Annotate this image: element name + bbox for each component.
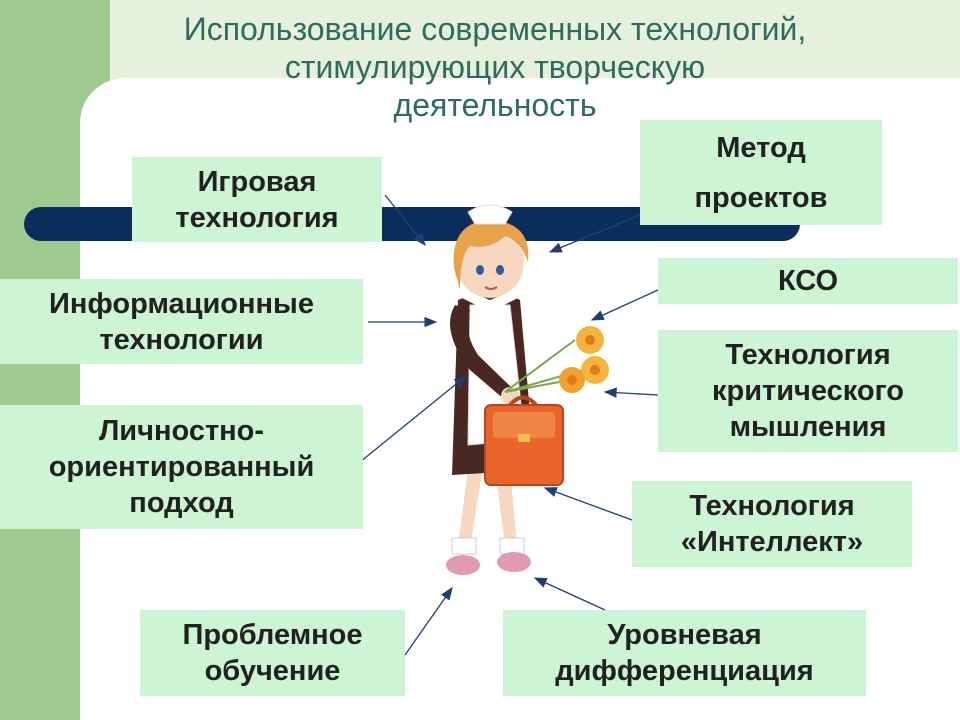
box-problem-learning: Проблемное обучение xyxy=(140,610,405,696)
box-intellect-technology: Технология «Интеллект» xyxy=(632,481,912,567)
title-line-3: деятельность xyxy=(393,87,597,123)
box-personal-line-1: Личностно- xyxy=(98,415,265,447)
box-level-differentiation: Уровневая дифференциация xyxy=(503,610,866,696)
title-line-1: Использование современных технологий, xyxy=(183,11,807,47)
box-game-line-2: технология xyxy=(175,201,339,234)
arrow-levels xyxy=(533,577,606,611)
box-game-line-1: Игровая xyxy=(197,165,317,198)
box-personal-line-3: подход xyxy=(129,487,234,519)
box-personal-line-2: ориентированный xyxy=(48,451,315,483)
box-critical-line-2: критического xyxy=(711,375,905,407)
box-game-technology: Игровая технология xyxy=(132,157,382,242)
box-project-method: Метод проектов xyxy=(640,120,882,225)
arrow-projects xyxy=(548,214,641,253)
box-info-line-1: Информационные xyxy=(49,287,314,320)
box-personal-approach: Личностно- ориентированный подход xyxy=(0,405,363,529)
box-kso-line-1: КСО xyxy=(777,265,839,297)
arrows xyxy=(359,194,659,656)
arrow-personal xyxy=(359,375,468,463)
box-levels-line-2: дифференциация xyxy=(555,655,814,687)
box-information-technologies: Информационные технологии xyxy=(0,279,363,364)
box-problem-line-1: Проблемное xyxy=(182,619,363,651)
schoolgirl-illustration xyxy=(446,204,609,575)
arrow-intellect xyxy=(543,487,633,521)
box-levels-line-1: Уровневая xyxy=(607,619,762,651)
box-projects-line-1: Метод xyxy=(716,131,806,164)
slide-title: Использование современных технологий, ст… xyxy=(70,10,920,124)
box-kso: КСО xyxy=(658,258,958,304)
box-critical-line-3: мышления xyxy=(729,411,887,443)
box-critical-thinking: Технология критического мышления xyxy=(658,330,958,452)
title-line-2: стимулирующих творческую xyxy=(284,49,706,85)
arrow-game xyxy=(384,194,426,247)
box-problem-line-2: обучение xyxy=(204,655,341,687)
box-projects-line-2: проектов xyxy=(694,181,828,214)
box-intellect-line-2: «Интеллект» xyxy=(680,526,864,558)
arrow-problem xyxy=(404,586,453,656)
arrow-critical xyxy=(603,387,659,398)
box-critical-line-1: Технология xyxy=(725,339,891,371)
box-intellect-line-1: Технология xyxy=(689,490,855,522)
arrow-kso xyxy=(590,289,659,321)
box-info-line-2: технологии xyxy=(99,323,264,356)
